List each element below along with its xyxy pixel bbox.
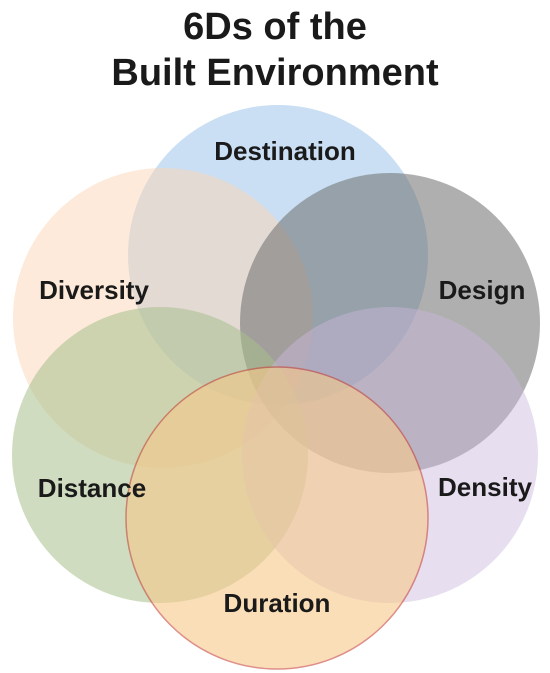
- diversity-label: Diversity: [39, 275, 149, 305]
- design-label: Design: [439, 275, 526, 305]
- distance-label: Distance: [38, 473, 146, 503]
- title-line-1: 6Ds of the: [183, 6, 367, 48]
- diagram-title: 6Ds of the Built Environment: [0, 4, 550, 96]
- duration-label: Duration: [224, 588, 331, 618]
- density-label: Density: [438, 472, 532, 502]
- destination-label: Destination: [214, 136, 356, 166]
- title-line-2: Built Environment: [111, 52, 439, 94]
- duration-circle: [125, 366, 429, 670]
